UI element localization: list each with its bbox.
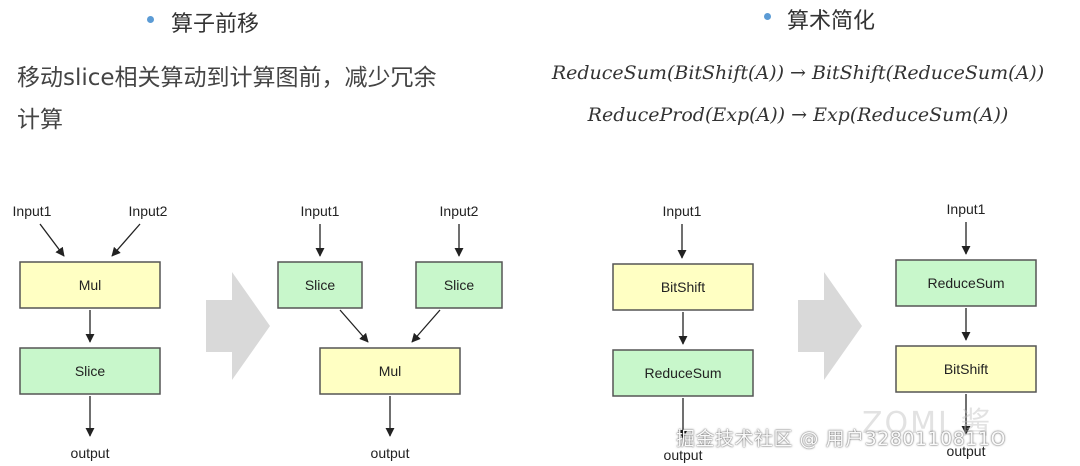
input1-label: Input1 bbox=[947, 201, 986, 217]
diagram-mul-slice: Input1 Input2 Mul Slice output bbox=[13, 203, 168, 461]
edge-slice-right-mul bbox=[411, 309, 441, 343]
watermark-text: 掘金技术社区 @ 用户3280110811O bbox=[676, 428, 1006, 450]
slice-left-node-label: Slice bbox=[305, 277, 336, 293]
formula-reducesum-bitshift: ReduceSum(BitShift(A)) → BitShift(Reduce… bbox=[551, 62, 1045, 84]
output-label: output bbox=[71, 445, 110, 461]
edge-input2-mul bbox=[111, 223, 141, 257]
edge-slice-left-mul bbox=[339, 309, 369, 343]
left-section-title: 算子前移 bbox=[171, 12, 260, 37]
reducesum-node bbox=[612, 349, 754, 397]
watermark-logo: ZOMI 酱 bbox=[862, 406, 993, 441]
bitshift-node bbox=[895, 345, 1037, 393]
diagram-reducesum-bitshift: Input1 ReduceSum BitShift output bbox=[895, 201, 1037, 459]
mul-node-label: Mul bbox=[379, 363, 402, 379]
bitshift-node-label: BitShift bbox=[661, 279, 705, 295]
input1-label: Input1 bbox=[301, 203, 340, 219]
transform-arrow-1 bbox=[206, 272, 270, 380]
slice-right-node bbox=[415, 261, 503, 309]
slice-right-node-label: Slice bbox=[444, 277, 475, 293]
bitshift-node bbox=[612, 263, 754, 311]
output-label: output bbox=[371, 445, 410, 461]
slice-left-node bbox=[277, 261, 363, 309]
edge-input1-mul bbox=[39, 223, 65, 257]
input2-label: Input2 bbox=[440, 203, 479, 219]
diagram-bitshift-reducesum: Input1 BitShift ReduceSum output bbox=[612, 203, 754, 463]
input1-label: Input1 bbox=[663, 203, 702, 219]
mul-node bbox=[319, 347, 461, 395]
output-label: output bbox=[947, 443, 986, 459]
reducesum-node-label: ReduceSum bbox=[927, 275, 1004, 291]
bullet-left bbox=[147, 16, 154, 23]
slice-node-label: Slice bbox=[75, 363, 106, 379]
mul-node-label: Mul bbox=[79, 277, 102, 293]
slice-node bbox=[19, 347, 161, 395]
left-section-description: 移动slice相关算动到计算图前，减少冗余计算 bbox=[17, 65, 437, 133]
bitshift-node-label: BitShift bbox=[944, 361, 988, 377]
bullet-right bbox=[764, 13, 771, 20]
input1-label: Input1 bbox=[13, 203, 52, 219]
input2-label: Input2 bbox=[129, 203, 168, 219]
reducesum-node bbox=[895, 259, 1037, 307]
transform-arrow-2 bbox=[798, 272, 862, 380]
mul-node bbox=[19, 261, 161, 309]
reducesum-node-label: ReduceSum bbox=[644, 365, 721, 381]
formula-reduceprod-exp: ReduceProd(Exp(A)) → Exp(ReduceSum(A)) bbox=[587, 104, 1009, 126]
output-label: output bbox=[664, 447, 703, 463]
right-section-title: 算术简化 bbox=[787, 9, 876, 34]
diagram-slice-mul: Input1 Input2 Slice Slice Mul output bbox=[277, 203, 503, 461]
